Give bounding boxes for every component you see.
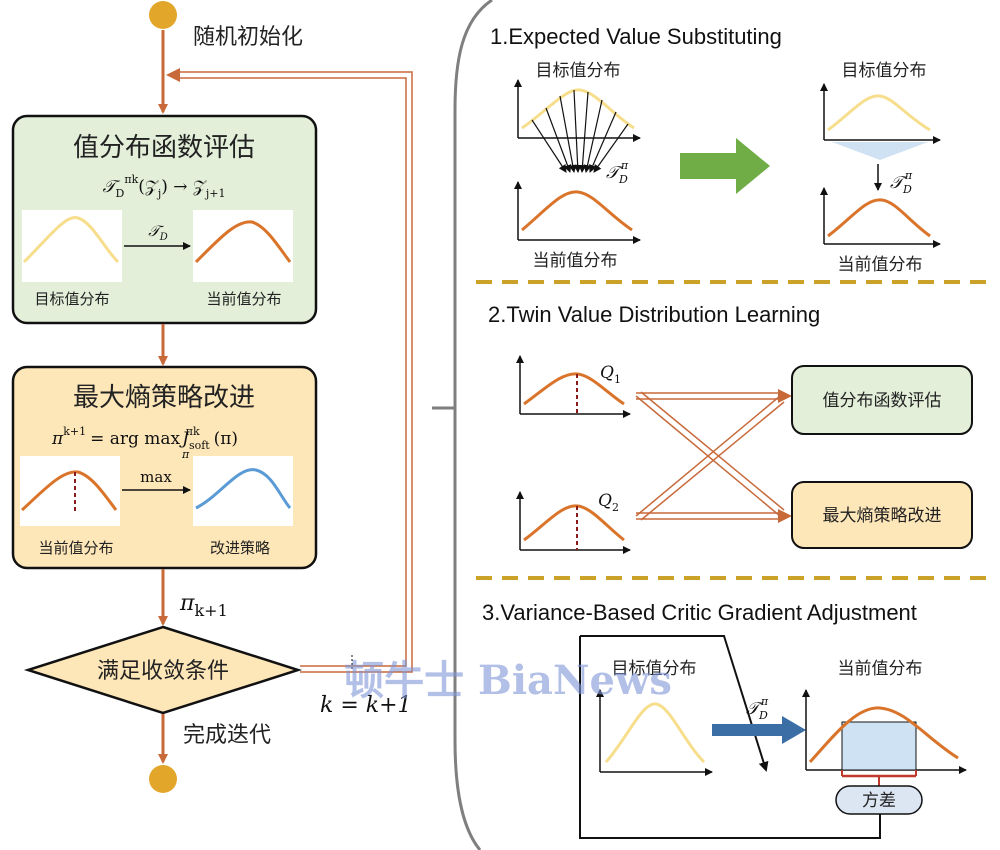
panel2-q2-axes (516, 491, 631, 554)
panel3-left-label: 目标值分布 (612, 659, 697, 679)
loop-update-label: k = k+1 (320, 693, 412, 718)
panel2-q1-label: Q1 (600, 363, 621, 386)
panel3-variance-pill (835, 785, 923, 815)
panel1-left-top-axes (514, 79, 641, 142)
panel1-operator-right: 𝒯Dπ (890, 169, 913, 196)
panel2-q1-axes (516, 355, 631, 418)
panel1-right-bottom-axes (820, 187, 941, 248)
panel1-big-arrow (680, 138, 770, 194)
panel2-q2-curve (523, 504, 625, 542)
panel3-operator: 𝒯Dπ (746, 695, 769, 722)
current-dist-curve (194, 220, 292, 264)
panel3-variance-label: 方差 (862, 791, 896, 811)
watermark-text: 顿牛士 BiaNews (344, 657, 672, 704)
panel1-left-bottom-label: 当前值分布 (533, 251, 618, 271)
panel3-current-curve (808, 706, 959, 764)
current-dist-thumb2-bg (20, 456, 120, 526)
panel1-title: 1.Expected Value Substituting (490, 24, 782, 49)
panel3-frame (579, 636, 881, 839)
argmax-subscript: π (181, 448, 190, 461)
panel3-right-label: 当前值分布 (838, 659, 923, 679)
panel3-title: 3.Variance-Based Critic Gradient Adjustm… (482, 600, 917, 625)
panel2-eval-box (791, 365, 973, 435)
panel2-q1-curve (523, 372, 625, 406)
panel2-eval-label: 值分布函数评估 (823, 391, 942, 411)
box2-right-label: 改进策略 (210, 539, 270, 557)
box1-right-label: 当前值分布 (206, 290, 281, 308)
feedback-arrowhead (166, 68, 180, 82)
panel2-arrowhead-2 (778, 509, 792, 523)
panel2-title: 2.Twin Value Distribution Learning (488, 302, 820, 327)
panel2-arrowhead-1 (778, 389, 792, 403)
panel1-mean-wedge (832, 142, 928, 160)
panel2-q2-label: Q2 (598, 491, 619, 514)
panel1-target-curve (521, 88, 635, 130)
feedback-loop-line (176, 71, 413, 673)
panel3-left-axes (596, 689, 713, 776)
improved-policy-curve (195, 468, 292, 510)
policy-improvement-title: 最大熵策略改进 (73, 383, 255, 413)
start-node (149, 1, 177, 29)
panel1-left-bottom-axes (514, 181, 641, 244)
panel1-fan-arrows (531, 89, 629, 173)
target-dist-curve (22, 216, 120, 264)
panel3-variance-bracket (841, 770, 917, 786)
panel3-blue-arrow (712, 716, 806, 744)
panel1-current-curve-left (521, 190, 633, 232)
pi-k1-label: πk+1 (179, 591, 228, 620)
panel1-operator-left: 𝒯Dπ (606, 159, 629, 186)
value-evaluation-formula: 𝒯Dπk(𝒵j) → 𝒵j+1 (102, 173, 225, 200)
panel1-left-top-label: 目标值分布 (536, 61, 621, 81)
box2-left-label: 当前值分布 (38, 539, 113, 557)
current-dist-curve-2 (20, 470, 118, 512)
panel1-current-curve-right (827, 198, 931, 238)
convergence-diamond (23, 625, 303, 715)
end-node (149, 765, 177, 793)
improved-policy-thumb-bg (193, 456, 293, 526)
panel-bracket (453, 0, 493, 850)
panel3-variance-region (841, 721, 917, 771)
panel1-target-curve-right (827, 94, 931, 132)
convergence-label: 满足收敛条件 (97, 659, 229, 684)
panel1-right-bottom-label: 当前值分布 (838, 255, 923, 275)
panel1-right-top-axes (820, 83, 941, 144)
start-label: 随机初始化 (193, 25, 303, 50)
panel2-cross-arrows (635, 391, 785, 521)
panel2-policy-box (791, 481, 973, 549)
done-label: 完成迭代 (183, 723, 271, 748)
maximize-label: max (140, 468, 172, 486)
panel1-right-top-label: 目标值分布 (842, 61, 927, 81)
value-evaluation-title: 值分布函数评估 (73, 133, 255, 163)
box1-left-label: 目标值分布 (34, 290, 109, 308)
panel2-policy-label: 最大熵策略改进 (823, 506, 942, 526)
target-dist-thumb-bg (22, 210, 122, 282)
panel3-target-curve (604, 702, 706, 764)
